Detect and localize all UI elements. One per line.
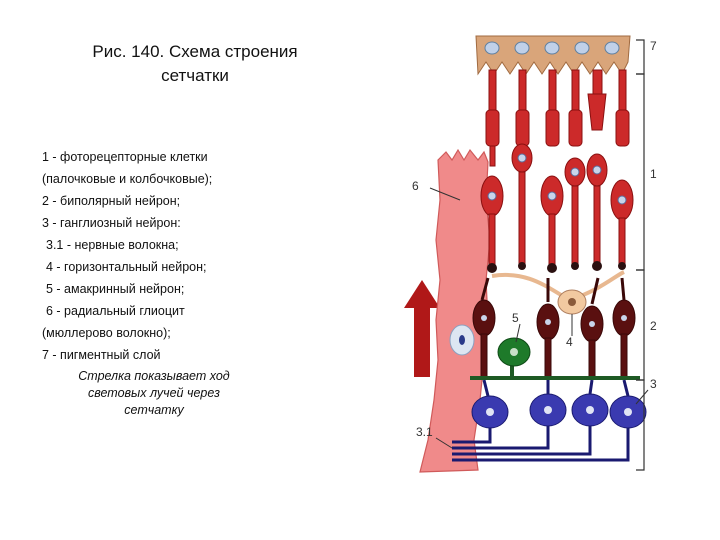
legend-item: 3 - ганглиозный нейрон: xyxy=(42,216,181,230)
nerve-fibers xyxy=(452,426,630,462)
legend-item: 5 - амакринный нейрон; xyxy=(46,282,185,296)
label-6: 6 xyxy=(412,179,419,193)
legend-item: 1 - фоторецепторные клетки xyxy=(42,150,208,164)
figure-title-line2: сетчатки xyxy=(161,66,229,85)
arrow-note-line3: сетчатку xyxy=(124,403,184,417)
label-3-1: 3.1 xyxy=(416,425,433,439)
amacrine-neuron xyxy=(470,337,640,380)
arrow-note: Стрелка показывает ход световых лучей че… xyxy=(44,368,264,419)
label-5: 5 xyxy=(512,311,519,325)
legend-item: 6 - радиальный глиоцит xyxy=(46,304,185,318)
legend: 1 - фоторецепторные клетки (палочковые и… xyxy=(42,146,342,366)
label-1: 1 xyxy=(650,167,657,181)
photoreceptor-terminals xyxy=(487,261,626,273)
bipolar-neurons xyxy=(472,277,636,379)
photoreceptor-nuclei xyxy=(487,153,627,205)
figure-title: Рис. 140. Схема строения сетчатки xyxy=(60,40,330,88)
ganglion-neurons xyxy=(471,379,647,429)
ganglion-nuclei xyxy=(486,406,632,416)
legend-item: 4 - горизонтальный нейрон; xyxy=(46,260,207,274)
pigment-layer xyxy=(475,35,631,76)
layer-brackets xyxy=(636,39,645,471)
label-4: 4 xyxy=(566,335,573,349)
bipolar-nuclei xyxy=(481,315,627,327)
glia-nucleolus xyxy=(459,335,465,345)
label-2: 2 xyxy=(650,319,657,333)
figure-title-line1: Рис. 140. Схема строения xyxy=(92,42,298,61)
leader-lines xyxy=(429,187,649,449)
light-arrow xyxy=(404,280,440,377)
photoreceptors xyxy=(480,69,634,267)
legend-item: 2 - биполярный нейрон; xyxy=(42,194,181,208)
horizontal-neuron xyxy=(491,270,625,315)
label-7: 7 xyxy=(650,39,657,53)
legend-item: 7 - пигментный слой xyxy=(42,348,161,362)
legend-item: (палочковые и колбочковые); xyxy=(42,172,213,186)
arrow-note-line2: световых лучей через xyxy=(88,386,220,400)
label-3: 3 xyxy=(650,377,657,391)
legend-item: (мюллерово волокно); xyxy=(42,326,171,340)
arrow-note-line1: Стрелка показывает ход xyxy=(78,369,230,383)
legend-item: 3.1 - нервные волокна; xyxy=(46,238,179,252)
